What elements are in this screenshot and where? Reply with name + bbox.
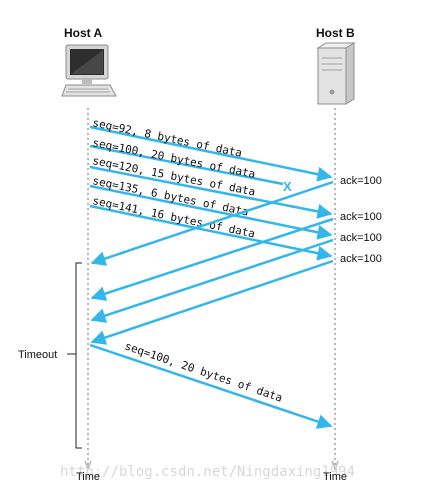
watermark: http://blog.csdn.net/Ningdaxing1994	[60, 464, 355, 480]
retransmit-arrow	[89, 343, 333, 429]
ack-arrow-4	[90, 259, 334, 345]
host-a-label: Host A	[64, 26, 103, 40]
server-icon	[316, 42, 356, 105]
segment-arrow-2	[89, 144, 284, 186]
ack-arrow-1	[90, 180, 334, 266]
data-segments	[89, 125, 333, 261]
ack-label-1: ack=100	[340, 175, 382, 187]
segment-arrow-1	[89, 125, 333, 182]
ack-label-4: ack=100	[340, 253, 382, 265]
host-b-time-arrowhead	[331, 460, 339, 472]
segment-arrow-3	[89, 165, 333, 219]
computer-icon	[61, 44, 117, 97]
retransmit-label: seq=100, 20 bytes of data	[123, 340, 284, 405]
host-b-label: Host B	[316, 26, 355, 40]
segment-arrow-5	[89, 204, 333, 261]
timeout-bracket	[75, 262, 82, 449]
lost-segment-x-icon: X	[283, 179, 292, 194]
ack-label-3: ack=100	[340, 232, 382, 244]
timeout-label: Timeout	[18, 349, 57, 361]
host-a-time-arrowhead	[84, 460, 92, 472]
ack-arrow-2	[90, 217, 334, 301]
segment-arrow-4	[89, 184, 333, 240]
ack-segments	[90, 180, 334, 345]
ack-arrow-3	[90, 238, 334, 323]
time-label-a: Time	[76, 471, 100, 483]
time-label-b: Time	[323, 471, 347, 483]
ack-label-2: ack=100	[340, 211, 382, 223]
